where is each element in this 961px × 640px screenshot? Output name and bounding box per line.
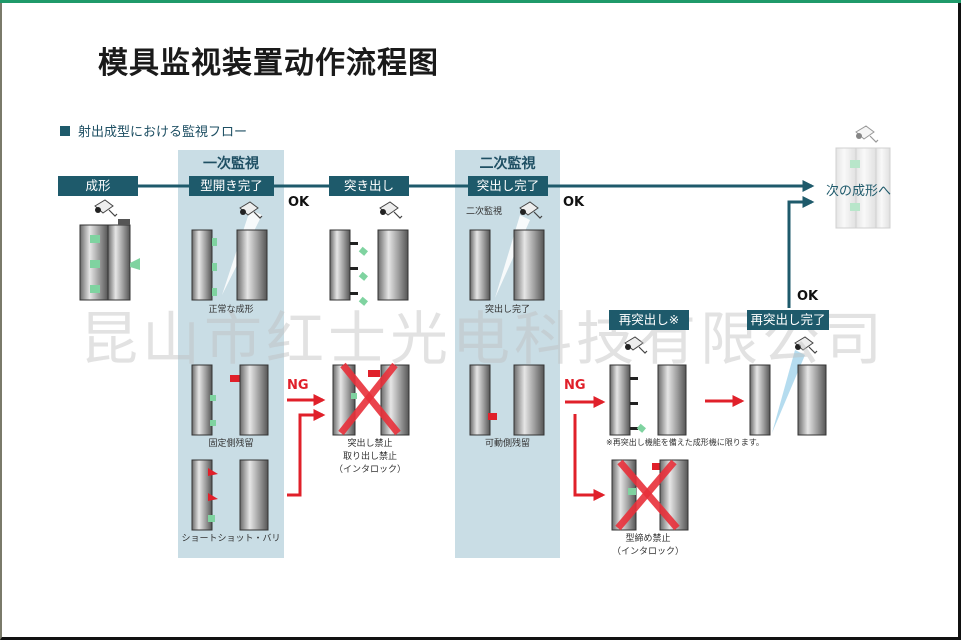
caption-fixed-residue: 固定側残留 xyxy=(208,439,254,449)
caption-line: （インタロック） xyxy=(611,547,684,557)
mold-clamp-prohibit xyxy=(611,459,689,531)
ok-flag-primary: OK xyxy=(288,195,310,210)
mold-fixed-residue xyxy=(191,364,269,436)
caption-line: 取り出し禁止 xyxy=(342,452,397,462)
caption-re-eject-note: ※再突出し機能を備えた成形機に限ります。 xyxy=(606,438,764,447)
caption-secondary-monitor: 二次監視 xyxy=(466,207,503,217)
step-eject: 突き出し xyxy=(329,176,409,196)
ok-flag-re-eject: OK xyxy=(797,289,819,304)
ng-arrow-short xyxy=(287,409,326,497)
caption-line: 突出し禁止 xyxy=(347,439,393,449)
caption-short-shot: ショートショット・バリ xyxy=(181,534,281,544)
caption-eject-prohibit: 突出し禁止 取り出し禁止 （インタロック） xyxy=(320,438,420,477)
step-next-molding: 次の成形へ xyxy=(826,184,892,199)
mold-re-eject xyxy=(609,336,687,436)
subtitle-text: 射出成型における監視フロー xyxy=(78,125,248,140)
caption-line: 型締め禁止 xyxy=(625,534,671,544)
page-title: 模具监视装置动作流程图 xyxy=(98,46,439,81)
top-accent-bar xyxy=(0,0,961,3)
mold-eject xyxy=(329,201,409,306)
primary-monitor-heading: 一次監視 xyxy=(203,156,259,172)
mold-next-faded xyxy=(835,125,891,229)
step-molding: 成形 xyxy=(58,176,138,196)
step-eject-done: 突出し完了 xyxy=(468,176,548,196)
bullet-square-icon xyxy=(60,125,70,136)
ng-flag-secondary: NG xyxy=(564,378,586,393)
mold-eject-prohibit xyxy=(332,362,410,436)
mold-eject-done xyxy=(469,201,545,301)
mold-closed xyxy=(79,199,140,301)
mold-short-shot xyxy=(191,459,269,531)
step-mold-open: 型開き完了 xyxy=(189,176,274,196)
step-re-eject: 再突出し※ xyxy=(609,310,689,330)
ng-arrow-clamp xyxy=(573,414,606,501)
mold-open-normal xyxy=(191,201,268,301)
ng-flag-primary: NG xyxy=(287,378,309,393)
section-subtitle: 射出成型における監視フロー xyxy=(60,121,247,140)
caption-line: （インタロック） xyxy=(333,465,406,475)
secondary-monitor-band xyxy=(455,150,560,558)
ok-flag-secondary: OK xyxy=(563,195,585,210)
step-re-eject-done: 再突出し完了 xyxy=(747,310,829,330)
caption-clamp-prohibit: 型締め禁止 （インタロック） xyxy=(598,533,698,559)
return-flow-line xyxy=(787,196,815,308)
caption-eject-complete: 突出し完了 xyxy=(484,305,530,315)
mold-movable-residue xyxy=(469,364,545,436)
secondary-monitor-heading: 二次監視 xyxy=(479,156,536,172)
mold-re-eject-done xyxy=(749,336,827,436)
caption-normal: 正常な成形 xyxy=(208,305,254,315)
caption-movable-residue: 可動側残留 xyxy=(484,439,530,449)
